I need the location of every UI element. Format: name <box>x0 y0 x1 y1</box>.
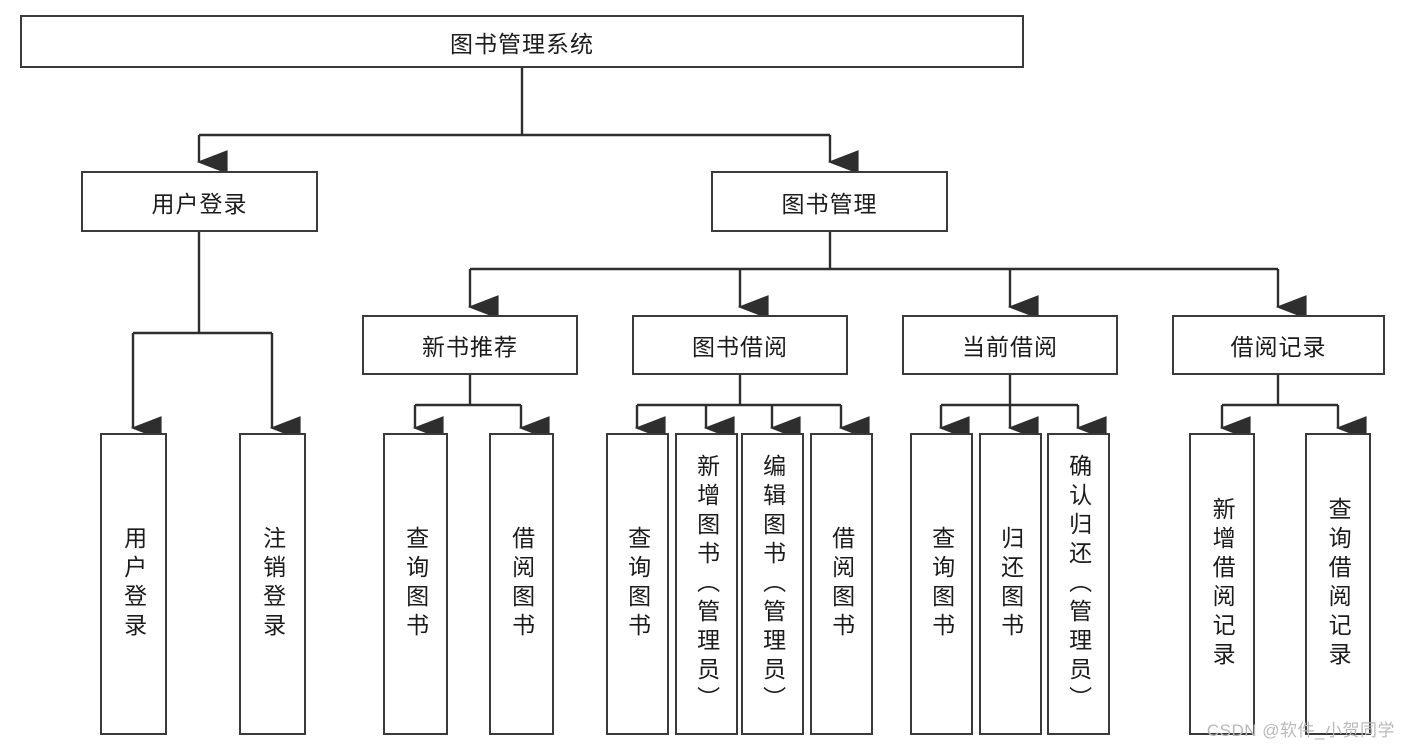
leaf-book-borrow-query[interactable]: 查询图书 <box>606 433 669 735</box>
node-user-login[interactable]: 用户登录 <box>81 171 318 232</box>
leaf-book-borrow-add[interactable]: 新增图书（管理员） <box>675 433 738 735</box>
leaf-new-book-query-label: 查询图书 <box>402 526 429 642</box>
leaf-new-book-query[interactable]: 查询图书 <box>383 433 448 735</box>
node-book-borrow-label: 图书借阅 <box>692 334 788 360</box>
leaf-book-borrow-borrow-label: 借阅图书 <box>828 526 855 642</box>
leaf-book-borrow-query-label: 查询图书 <box>624 526 651 642</box>
leaf-book-borrow-edit[interactable]: 编辑图书（管理员） <box>741 433 804 735</box>
leaf-borrow-record-query[interactable]: 查询借阅记录 <box>1305 433 1371 735</box>
node-current-borrow[interactable]: 当前借阅 <box>902 315 1118 375</box>
leaf-current-borrow-query-label: 查询图书 <box>928 526 955 642</box>
node-new-book-recommend-label: 新书推荐 <box>422 334 518 360</box>
node-book-management[interactable]: 图书管理 <box>711 171 948 232</box>
leaf-book-borrow-add-label: 新增图书（管理员） <box>693 453 720 715</box>
leaf-book-borrow-edit-label: 编辑图书（管理员） <box>759 453 786 715</box>
leaf-new-book-borrow-label: 借阅图书 <box>508 526 535 642</box>
node-user-login-label: 用户登录 <box>151 190 248 217</box>
leaf-borrow-record-add[interactable]: 新增借阅记录 <box>1189 433 1255 735</box>
leaf-current-borrow-return-label: 归还图书 <box>997 526 1024 642</box>
leaf-user-login-login-label: 用户登录 <box>120 526 147 642</box>
leaf-current-borrow-confirm-label: 确认归还（管理员） <box>1065 453 1092 715</box>
node-current-borrow-label: 当前借阅 <box>962 334 1058 360</box>
leaf-current-borrow-return[interactable]: 归还图书 <box>979 433 1042 735</box>
node-borrow-record-label: 借阅记录 <box>1230 334 1327 360</box>
node-borrow-record[interactable]: 借阅记录 <box>1172 315 1385 375</box>
leaf-user-login-logout-label: 注销登录 <box>259 526 286 642</box>
leaf-user-login-login[interactable]: 用户登录 <box>100 433 167 735</box>
node-book-management-label: 图书管理 <box>781 190 878 217</box>
node-book-borrow[interactable]: 图书借阅 <box>632 315 848 375</box>
leaf-book-borrow-borrow[interactable]: 借阅图书 <box>810 433 873 735</box>
node-root[interactable]: 图书管理系统 <box>20 15 1024 68</box>
node-root-label: 图书管理系统 <box>450 30 594 57</box>
leaf-current-borrow-confirm[interactable]: 确认归还（管理员） <box>1047 433 1110 735</box>
leaf-current-borrow-query[interactable]: 查询图书 <box>910 433 973 735</box>
leaf-borrow-record-add-label: 新增借阅记录 <box>1209 497 1236 671</box>
leaf-borrow-record-query-label: 查询借阅记录 <box>1325 497 1352 671</box>
leaf-user-login-logout[interactable]: 注销登录 <box>239 433 306 735</box>
node-new-book-recommend[interactable]: 新书推荐 <box>362 315 578 375</box>
leaf-new-book-borrow[interactable]: 借阅图书 <box>489 433 554 735</box>
